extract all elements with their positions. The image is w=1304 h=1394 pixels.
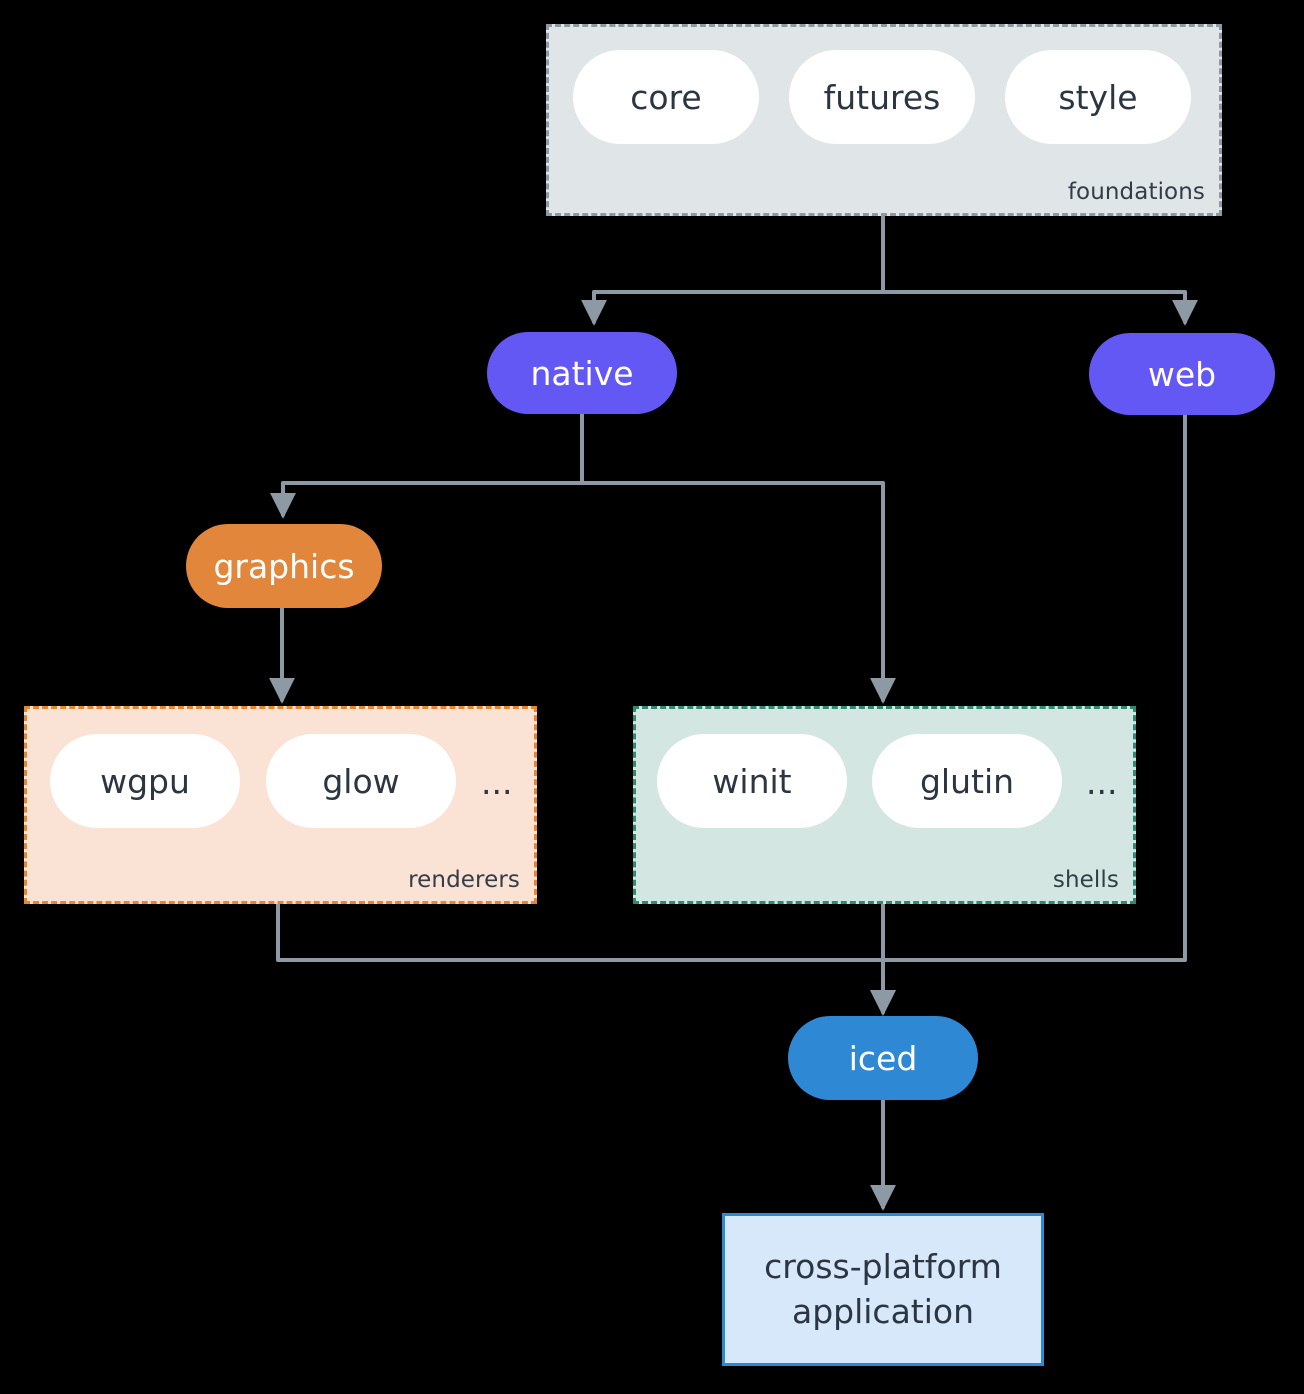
edge-native-graphics — [270, 412, 584, 519]
node-web-label: web — [1147, 354, 1217, 394]
shells-more-ellipsis: ... — [1086, 763, 1118, 802]
node-web[interactable]: web — [1089, 333, 1275, 415]
node-native-label: native — [530, 353, 634, 393]
renderers-more-ellipsis: ... — [481, 763, 513, 802]
pill-style-label: style — [1058, 77, 1138, 117]
pill-futures[interactable]: futures — [789, 50, 975, 144]
pill-glutin-label: glutin — [919, 761, 1015, 801]
pill-futures-label: futures — [823, 77, 941, 117]
pill-glow[interactable]: glow — [266, 734, 456, 828]
node-cross-platform-application[interactable]: cross-platform application — [722, 1213, 1044, 1366]
pill-core-label: core — [630, 77, 702, 117]
pill-winit-label: winit — [712, 761, 792, 801]
node-graphics-label: graphics — [213, 546, 355, 586]
edge-native-shells — [580, 412, 896, 704]
edge-foundations-web — [881, 214, 1198, 326]
application-line-2: application — [791, 1291, 975, 1331]
node-graphics[interactable]: graphics — [186, 524, 382, 608]
cluster-foundations-label: foundations — [1067, 179, 1205, 205]
pill-glutin[interactable]: glutin — [872, 734, 1062, 828]
node-native[interactable]: native — [487, 332, 677, 414]
pill-wgpu-label: wgpu — [100, 761, 190, 801]
pill-winit[interactable]: winit — [657, 734, 847, 828]
cluster-shells-label: shells — [1052, 867, 1119, 893]
edge-foundations-native — [581, 214, 885, 326]
node-iced-label: iced — [848, 1038, 918, 1078]
edge-renderers-iced — [276, 902, 896, 1016]
pill-glow-label: glow — [322, 761, 400, 801]
pill-style[interactable]: style — [1005, 50, 1191, 144]
node-iced[interactable]: iced — [788, 1016, 978, 1100]
pill-wgpu[interactable]: wgpu — [50, 734, 240, 828]
application-line-1: cross-platform — [764, 1246, 1002, 1286]
cluster-renderers-label: renderers — [408, 867, 520, 893]
pill-core[interactable]: core — [573, 50, 759, 144]
